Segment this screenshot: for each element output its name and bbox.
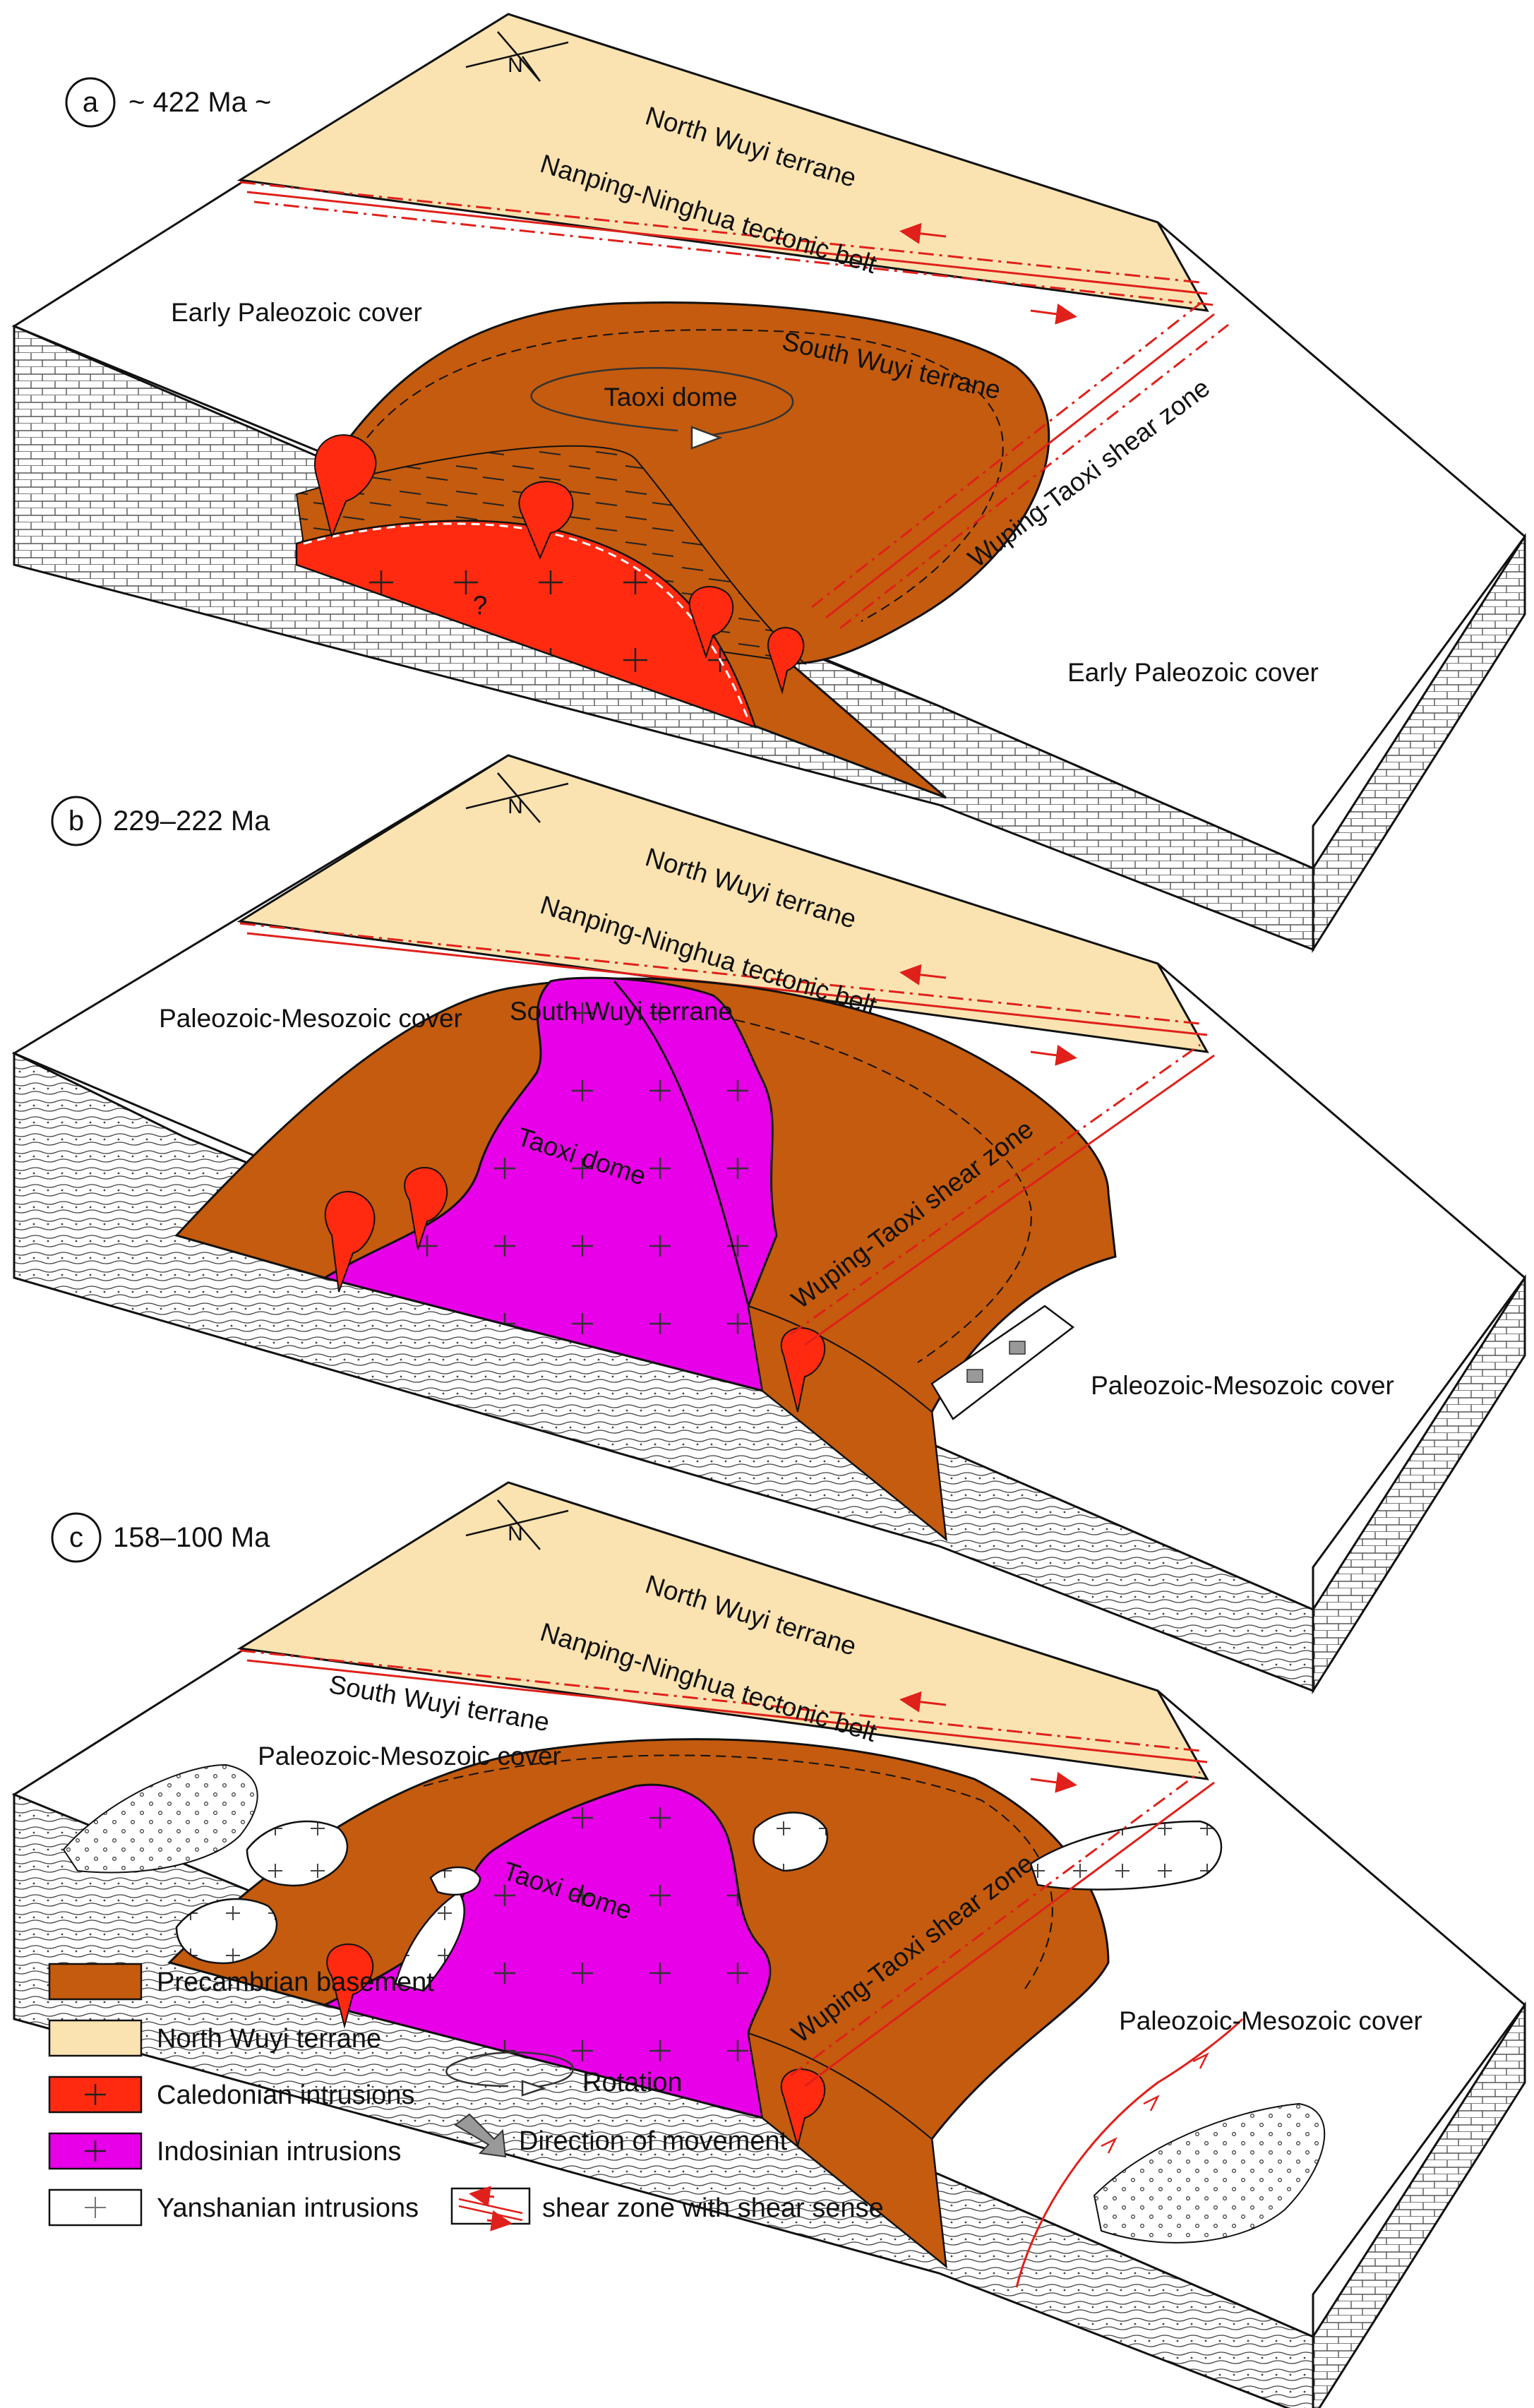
cover-strata-right [1312, 532, 1526, 954]
legend-item-north-wuyi: North Wuyi terrane [48, 2019, 381, 2057]
legend-item-movement: Direction of movement [454, 2113, 788, 2158]
yanshanian-pluton [246, 1820, 349, 1887]
legend-item-precambrian: Precambrian basement [48, 1963, 434, 2001]
cover-lower-label: Early Paleozoic cover [1067, 658, 1319, 687]
rotation-icon [530, 366, 794, 439]
cover-strata-right [1312, 2001, 1526, 2408]
legend-label: North Wuyi terrane [157, 2024, 381, 2054]
wuping-taoxi-shear-zone [811, 302, 1229, 630]
yanshanian-pluton [429, 1866, 481, 1896]
legend-item-rotation: Rotation [445, 2051, 683, 2097]
cover-upper-label: Paleozoic-Mesozoic cover [159, 1004, 462, 1033]
panel-b: b 229–222 Ma North Wuyi terrane Nanping-… [11, 754, 1527, 1695]
cover-upper-label: Paleozoic-Mesozoic cover [258, 1742, 561, 1771]
legend-label: Caledonian intrusions [157, 2080, 414, 2110]
caledonian-pluton [326, 1943, 374, 2029]
legend-item-indosinian: Indosinian intrusions [48, 2132, 401, 2170]
legend-label: shear zone with shear sense [542, 2193, 884, 2223]
north-wuyi-terrane-band [236, 754, 1209, 1053]
query-mark: ? [473, 591, 488, 620]
yanshanian-pluton [175, 1898, 278, 1965]
shear-sense-arrows [899, 1691, 1077, 1793]
shear-sense-arrows [899, 222, 1077, 325]
north-arrow-icon [465, 772, 569, 823]
legend-swatch [48, 2019, 143, 2057]
cover-lower-label: Paleozoic-Mesozoic cover [1119, 2006, 1422, 2035]
cover-strata-right [1312, 1274, 1526, 1695]
detached-block [930, 1305, 1075, 1420]
north-wuyi-terrane-band [236, 1481, 1209, 1780]
legend-item-yanshanian: Yanshanian intrusions [48, 2188, 419, 2227]
rotation-icon [445, 2051, 574, 2090]
wuping-taoxi-shear-zone [790, 1043, 1215, 1346]
caledonian-pluton [518, 481, 574, 560]
panel-a-label: a [65, 77, 116, 128]
svg-text:c: c [69, 1522, 83, 1553]
cover-upper-label: Early Paleozoic cover [171, 298, 422, 327]
legend-item-caledonian: Caledonian intrusions [48, 2075, 414, 2114]
nanping-ninghua-belt [239, 1649, 1208, 1763]
north-arrow-icon [465, 1499, 569, 1550]
caledonian-pluton [767, 627, 805, 695]
movement-arrow-icon [454, 2113, 507, 2158]
legend-item-shear-zone: shear zone with shear sense [450, 2186, 884, 2232]
legend-label: Direction of movement [519, 2126, 788, 2156]
north-arrow-label: N [508, 54, 523, 77]
panel-a-age: ~ 422 Ma ~ [128, 87, 271, 118]
caledonian-batholith [295, 520, 757, 729]
yanshanian-pluton [1029, 1820, 1223, 1891]
caledonian-pluton [324, 1191, 376, 1293]
cover-lower-label: Paleozoic-Mesozoic cover [1091, 1371, 1394, 1400]
panel-b-age: 229–222 Ma [113, 805, 270, 837]
rotation-arrowhead [690, 426, 723, 450]
thrust-teeth [1101, 2052, 1209, 2154]
yanshanian-pluton [753, 1811, 829, 1872]
shear-sense-arrows [899, 964, 1077, 1066]
caledonian-pluton [404, 1167, 448, 1250]
panel-c-age: 158–100 Ma [113, 1522, 270, 1553]
svg-text:b: b [68, 805, 84, 837]
north-arrow-label: N [508, 1522, 523, 1545]
movement-arrow-icon [966, 1341, 1026, 1383]
panel-a: a ~ 422 Ma ~ North Wuyi terrane Nanping-… [11, 13, 1527, 954]
panel-c-label: c [51, 1512, 102, 1563]
caledonian-pluton [688, 586, 734, 659]
legend-label: Yanshanian intrusions [157, 2193, 419, 2223]
south-wuyi-terrane-label: South Wuyi terrane [510, 997, 733, 1026]
panel-b-label: b [51, 796, 102, 846]
north-arrow-label: N [508, 795, 523, 818]
panel-c: c 158–100 Ma North Wuyi terrane Nanping-… [11, 1481, 1527, 2408]
north-arrow-icon [465, 31, 569, 82]
caledonian-pluton [314, 434, 377, 539]
legend-label: Indosinian intrusions [157, 2137, 401, 2167]
svg-text:a: a [83, 87, 99, 118]
nanping-ninghua-belt [239, 181, 1215, 306]
legend-label: Rotation [582, 2068, 683, 2097]
legend-swatch [48, 1963, 143, 2001]
dome-label: Taoxi dome [604, 383, 737, 412]
north-wuyi-terrane-band [236, 13, 1209, 312]
legend-label: Precambrian basement [157, 1967, 434, 1997]
thrust-fault [1015, 2018, 1244, 2288]
wuping-taoxi-shear-zone [790, 1771, 1215, 2087]
basin-deposit [1093, 2102, 1326, 2244]
legend: Precambrian basement North Wuyi terrane … [48, 1963, 884, 2232]
basin-deposit [62, 1763, 258, 1874]
